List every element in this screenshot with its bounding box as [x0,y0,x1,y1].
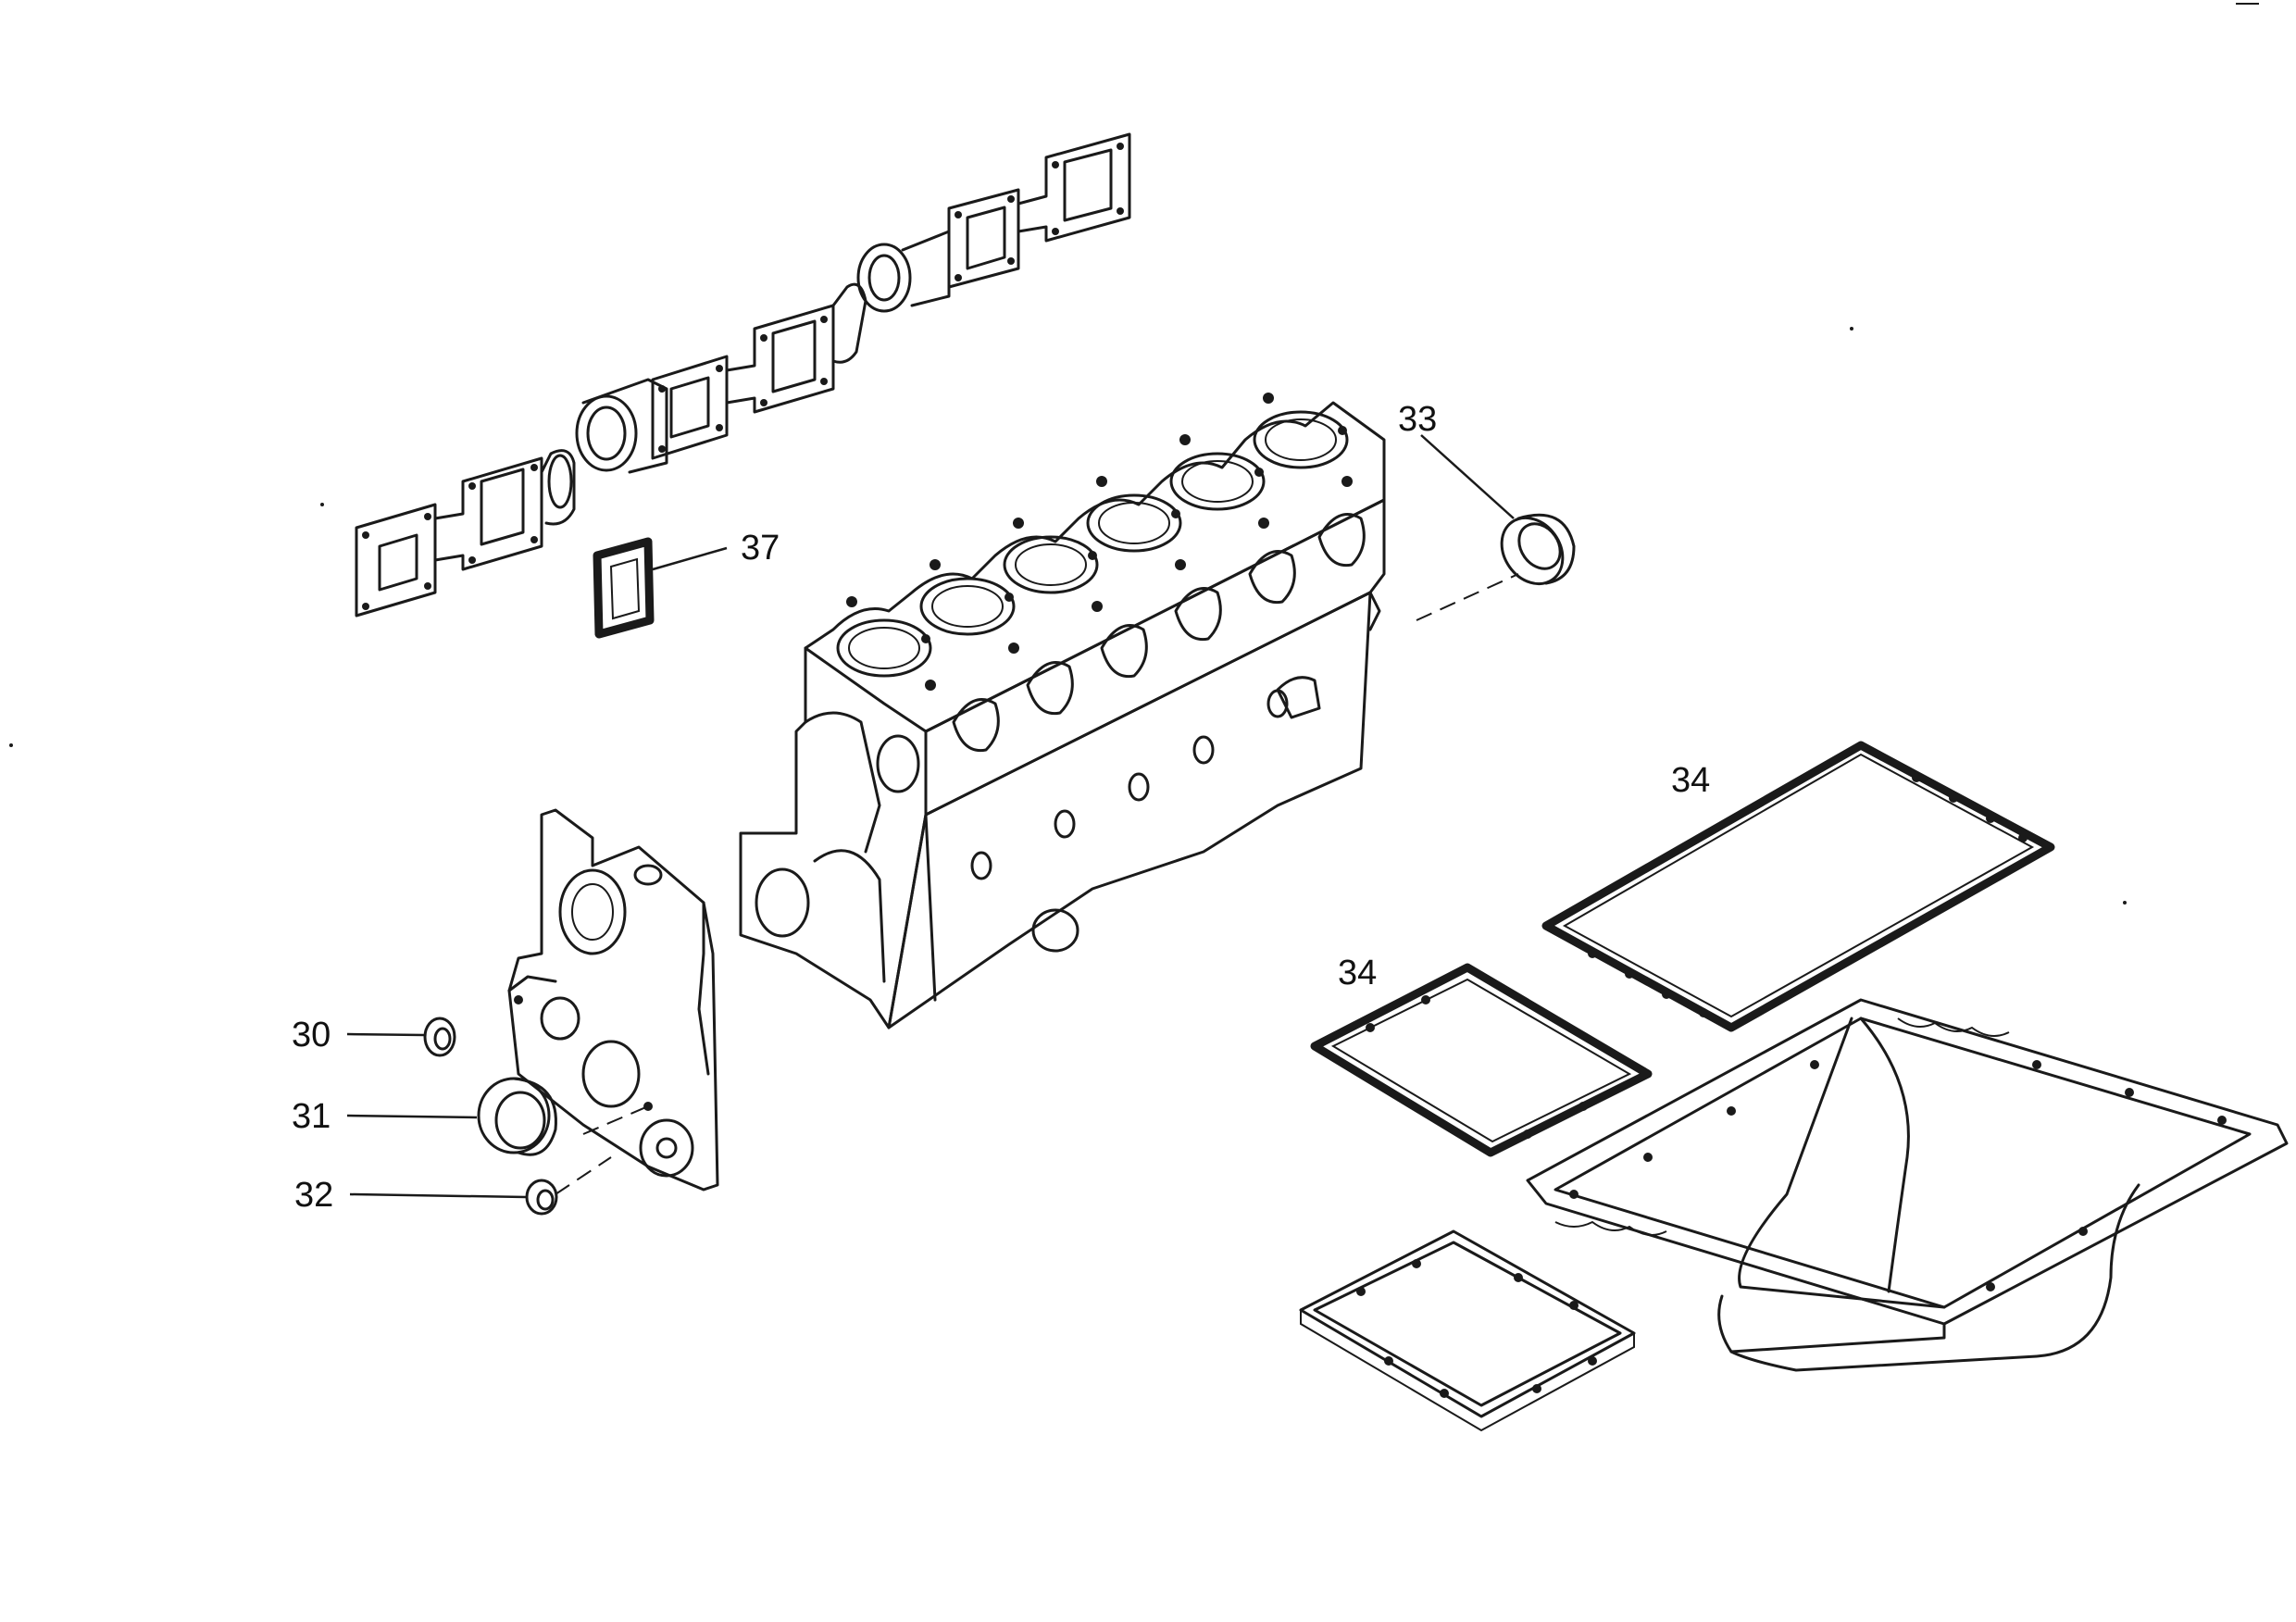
seal-32 [525,1179,558,1216]
callout-34-large: 34 [1671,761,1710,800]
leader-30 [346,1032,425,1037]
leader-31 [346,1114,478,1119]
seal-30 [423,1017,456,1057]
leader-33 [1420,434,1515,519]
manifold-gasket [593,537,655,639]
timing-cover [507,808,719,1192]
gasket-bolt-holes [1588,773,2028,1017]
leader-32 [349,1192,527,1199]
engine-block [739,393,1386,1029]
callout-31: 31 [292,1097,331,1136]
head-bolt-holes [846,393,1353,691]
manifold-section-left [355,449,576,618]
leader-37 [652,546,728,571]
oil-pan [1526,998,2289,1372]
manifold-section-middle [575,282,867,474]
callout-37: 37 [741,529,780,568]
oil-pan-gasket-small [1310,963,1653,1157]
callout-34-small: 34 [1338,954,1377,992]
callout-32: 32 [294,1176,333,1215]
water-ports [952,513,1366,753]
cylinder-bores [836,410,1349,678]
manifold-section-right [856,132,1131,313]
seal-33 [1500,513,1576,586]
oil-pan-gasket-large [1541,741,2055,1032]
crankcase-bosses [970,676,1321,953]
seal-31 [477,1077,557,1156]
callout-30: 30 [292,1016,331,1054]
exhaust-manifold [355,132,1131,618]
pan-cover-plate [1299,1229,1636,1432]
callout-33: 33 [1398,400,1437,439]
